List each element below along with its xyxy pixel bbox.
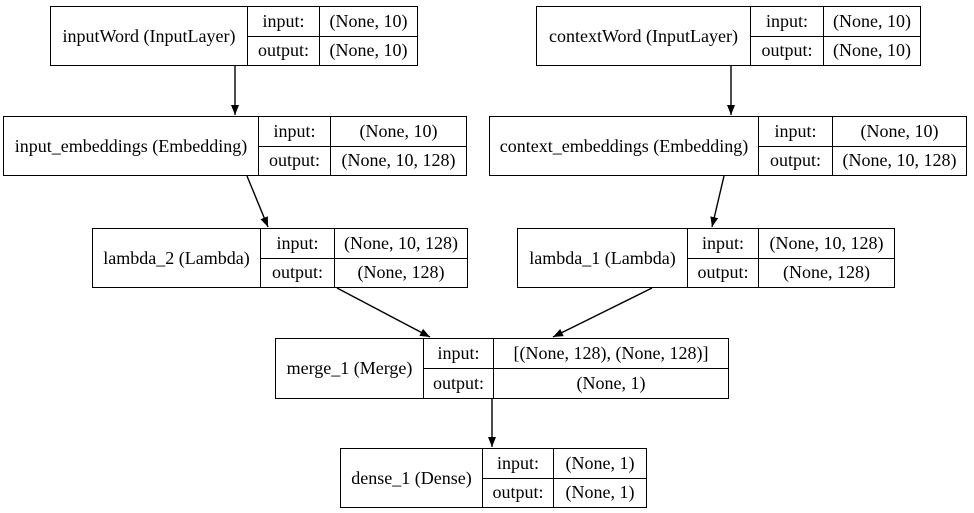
edge-input-embeddings-to-lambda2: [246, 175, 269, 228]
output-label: output:: [688, 258, 759, 287]
output-shape: (None, 128): [357, 262, 445, 283]
node-contextword: contextWord (InputLayer) input: (None, 1…: [536, 6, 921, 66]
output-label: output:: [424, 369, 494, 398]
input-label: input:: [261, 229, 335, 258]
input-shape: (None, 10): [329, 10, 408, 31]
edge-lambda2-to-merge1: [336, 287, 431, 338]
output-label: output:: [751, 36, 824, 65]
input-shape: (None, 10): [359, 120, 438, 141]
layer-name: contextWord (InputLayer): [537, 7, 751, 65]
layer-name: input_embeddings (Embedding): [4, 117, 259, 175]
layer-name: dense_1 (Dense): [341, 449, 483, 507]
output-label: output:: [483, 478, 554, 507]
input-shape: (None, 1): [565, 452, 635, 473]
output-label: output:: [259, 146, 331, 175]
node-merge-1: merge_1 (Merge) input: [(None, 128), (No…: [275, 338, 729, 399]
input-label: input:: [259, 117, 331, 146]
input-label: input:: [759, 117, 833, 146]
node-context-embeddings: context_embeddings (Embedding) input: (N…: [489, 116, 967, 176]
node-lambda-2: lambda_2 (Lambda) input: (None, 10, 128)…: [92, 228, 468, 288]
edge-context-embeddings-to-lambda1: [710, 175, 725, 228]
output-shape: (None, 10, 128): [341, 150, 456, 171]
node-dense-1: dense_1 (Dense) input: (None, 1) output:…: [340, 448, 647, 508]
output-label: output:: [248, 36, 320, 65]
input-label: input:: [688, 229, 759, 258]
input-label: input:: [751, 7, 824, 36]
input-shape: [(None, 128), (None, 128)]: [513, 343, 709, 363]
edge-lambda1-to-merge1: [552, 287, 653, 338]
output-shape: (None, 1): [565, 482, 635, 503]
output-label: output:: [759, 146, 833, 175]
output-shape: (None, 10, 128): [842, 150, 957, 171]
output-shape: (None, 10): [833, 40, 911, 61]
output-shape: (None, 1): [576, 373, 646, 393]
input-shape: (None, 10, 128): [769, 232, 884, 253]
input-shape: (None, 10): [860, 120, 939, 141]
node-lambda-1: lambda_1 (Lambda) input: (None, 10, 128)…: [517, 228, 895, 288]
input-label: input:: [248, 7, 320, 36]
output-shape: (None, 10): [329, 40, 408, 61]
output-shape: (None, 128): [783, 262, 870, 283]
node-input-embeddings: input_embeddings (Embedding) input: (Non…: [3, 116, 467, 176]
input-label: input:: [424, 339, 494, 368]
layer-name: lambda_2 (Lambda): [93, 229, 261, 287]
input-shape: (None, 10, 128): [344, 232, 458, 253]
layer-name: merge_1 (Merge): [276, 339, 424, 398]
output-label: output:: [261, 258, 335, 287]
layer-name: inputWord (InputLayer): [51, 7, 248, 65]
layer-name: lambda_1 (Lambda): [518, 229, 688, 287]
node-inputword: inputWord (InputLayer) input: (None, 10)…: [50, 6, 418, 66]
input-shape: (None, 10): [833, 10, 911, 31]
input-label: input:: [483, 449, 554, 478]
layer-name: context_embeddings (Embedding): [490, 117, 759, 175]
